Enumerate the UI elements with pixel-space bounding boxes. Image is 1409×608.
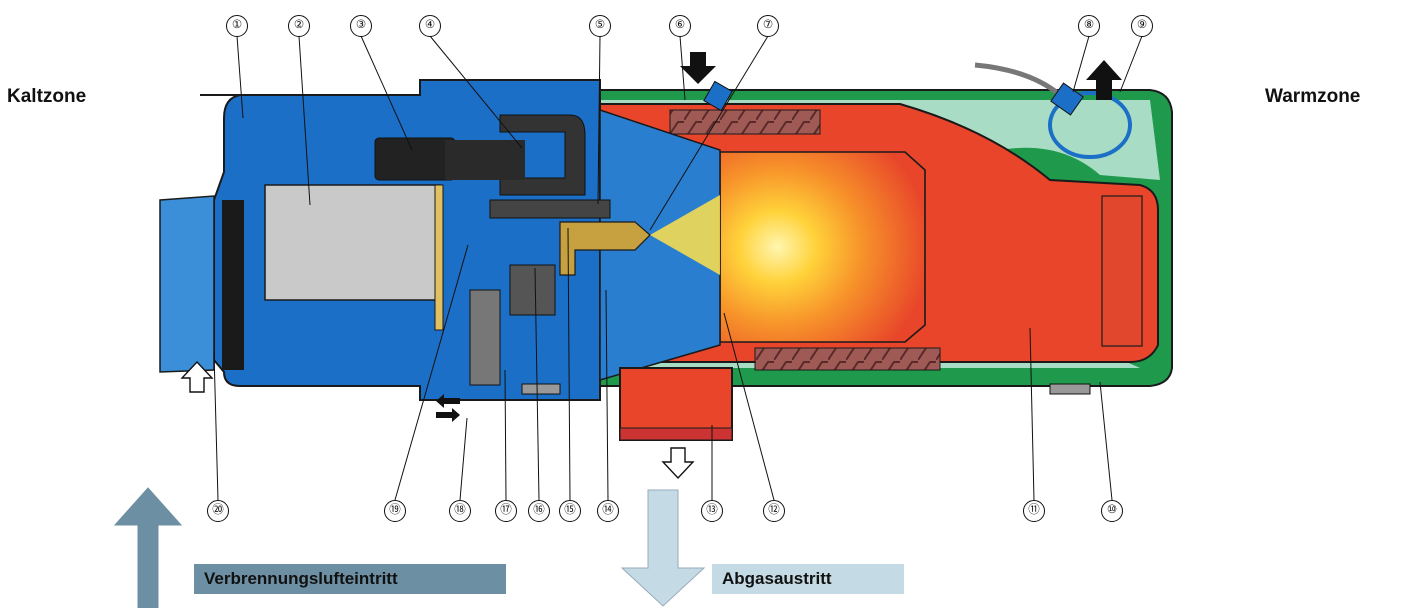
callout-15: ⑮ [559, 500, 581, 522]
glow-plug-body [374, 137, 456, 181]
pump-block [445, 140, 525, 180]
callout-5: ⑤ [589, 15, 611, 37]
flame-tube [719, 151, 926, 343]
callout-3: ③ [350, 15, 372, 37]
leader-lines [213, 35, 1143, 501]
callout-13: ⑬ [701, 500, 723, 522]
callout-11: ⑪ [1023, 500, 1045, 522]
mount-foot-left [521, 383, 561, 395]
callout-18: ⑱ [449, 500, 471, 522]
fuel-nozzle [559, 221, 651, 276]
callout-20: ⑳ [207, 500, 229, 522]
fuel-line [469, 289, 501, 386]
flow-arrow-out-top [1086, 60, 1122, 100]
callout-14: ⑭ [597, 500, 619, 522]
overheating-sensor [703, 80, 733, 112]
callout-19: ⑲ [384, 500, 406, 522]
flame-tube-end [1101, 195, 1143, 347]
air-intake-duct [159, 195, 215, 373]
control-bracket [499, 114, 586, 196]
callout-17: ⑰ [495, 500, 517, 522]
callout-10: ⑩ [1101, 500, 1123, 522]
cold-zone-label: Kaltzone [7, 86, 87, 107]
callout-12: ⑫ [763, 500, 785, 522]
intake-large-arrow [113, 487, 183, 608]
exhaust-small-arrow [661, 447, 695, 480]
warm-air-channel [596, 100, 1160, 180]
fuel-pipe-block [509, 264, 556, 316]
exhaust-large-arrow [620, 489, 706, 607]
flow-arrow-in-top [680, 52, 716, 84]
intake-grille [222, 200, 244, 370]
exhaust-banner: Abgasaustritt [712, 564, 904, 594]
electric-motor [264, 184, 441, 301]
fuel-arrow-right [436, 408, 460, 422]
intake-banner: Verbrennungslufteintritt [194, 564, 506, 594]
callout-4: ④ [419, 15, 441, 37]
nozzle-holder [489, 199, 611, 219]
callout-6: ⑥ [669, 15, 691, 37]
intake-small-arrow [180, 360, 214, 393]
exhaust-outlet-base [619, 427, 733, 441]
callout-8: ⑧ [1078, 15, 1100, 37]
temperature-sensor-cable [974, 62, 1062, 97]
heat-exchanger-ribs-bottom [754, 347, 941, 371]
callout-9: ⑨ [1131, 15, 1153, 37]
fuel-spray [650, 195, 720, 275]
temperature-sensor-ring [1048, 91, 1132, 159]
burner-cone [599, 108, 721, 381]
heat-exchanger-ribs-top [669, 109, 821, 135]
callout-1: ① [226, 15, 248, 37]
callout-7: ⑦ [757, 15, 779, 37]
callout-16: ⑯ [528, 500, 550, 522]
fuel-arrow-left [436, 394, 460, 408]
warm-zone-label: Warmzone [1265, 86, 1361, 107]
mount-foot-right [1049, 383, 1091, 395]
callout-2: ② [288, 15, 310, 37]
motor-flange [434, 184, 444, 331]
